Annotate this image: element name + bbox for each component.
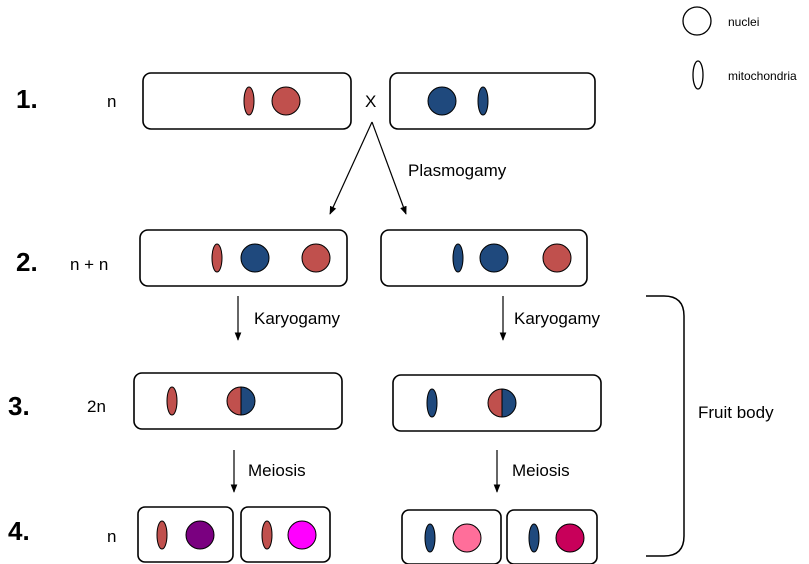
fused-nucleus-red-half <box>226 386 242 416</box>
spore-cell-1 <box>137 506 234 563</box>
mitochondrion-red <box>261 520 273 550</box>
mitochondrion-blue <box>424 523 436 553</box>
ploidy-row-3: 2n <box>87 397 106 416</box>
mitochondrion-blue <box>426 388 438 418</box>
nucleus-red <box>271 86 301 116</box>
spore-cell-4 <box>506 509 598 564</box>
spore-cell-2 <box>240 506 331 563</box>
fused-nucleus-blue-half <box>501 388 517 418</box>
step-3-label: 3. <box>8 391 30 421</box>
legend-nuclei-label: nuclei <box>728 15 759 29</box>
step-2-label: 2. <box>16 247 38 277</box>
diploid-cell-right <box>392 374 602 432</box>
karyogamy-label-left: Karyogamy <box>254 309 340 328</box>
nucleus-blue <box>427 86 457 116</box>
nucleus-blue <box>479 243 509 273</box>
parent-cell-red <box>142 72 352 130</box>
diploid-cell-left <box>133 372 343 430</box>
plasmogamy-arrow-left <box>329 121 373 215</box>
nucleus-magenta <box>287 520 317 550</box>
spore-cell-3 <box>401 509 502 564</box>
nucleus-blue <box>240 243 270 273</box>
mitochondrion-red <box>211 243 223 273</box>
fused-nucleus-red-half <box>487 388 503 418</box>
mitochondrion-red <box>156 520 168 550</box>
nucleus-purple <box>185 520 215 550</box>
plasmogamy-label: Plasmogamy <box>408 161 507 180</box>
dikaryon-cell-left <box>139 229 348 287</box>
karyogamy-label-right: Karyogamy <box>514 309 600 328</box>
ploidy-row-2: n + n <box>70 255 108 274</box>
mitochondrion-blue <box>477 86 489 116</box>
nucleus-red <box>301 243 331 273</box>
parent-cell-blue <box>389 72 596 130</box>
ploidy-row-4: n <box>107 527 116 546</box>
fused-nucleus-blue-half <box>240 386 256 416</box>
nucleus-red <box>542 243 572 273</box>
mitochondrion-icon <box>692 60 704 90</box>
fruit-body-label: Fruit body <box>698 403 774 422</box>
step-1-label: 1. <box>16 84 38 114</box>
cross-symbol: X <box>365 92 376 111</box>
meiosis-label-right: Meiosis <box>512 461 570 480</box>
mitochondrion-blue <box>452 243 464 273</box>
meiosis-label-left: Meiosis <box>248 461 306 480</box>
legend-mitochondria-label: mitochondria <box>728 69 797 83</box>
mitochondrion-blue <box>528 523 540 553</box>
nucleus-icon <box>682 6 712 36</box>
nucleus-pink <box>452 523 482 553</box>
mitochondrion-red <box>243 86 255 116</box>
mitochondrion-red <box>166 386 178 416</box>
fruit-body-bracket <box>646 295 685 557</box>
nucleus-crimson <box>555 523 585 553</box>
ploidy-row-1: n <box>107 92 116 111</box>
plasmogamy-arrow-right <box>371 121 407 215</box>
legend: nuclei mitochondria <box>682 6 797 90</box>
dikaryon-cell-right <box>380 229 588 287</box>
step-4-label: 4. <box>8 516 30 546</box>
